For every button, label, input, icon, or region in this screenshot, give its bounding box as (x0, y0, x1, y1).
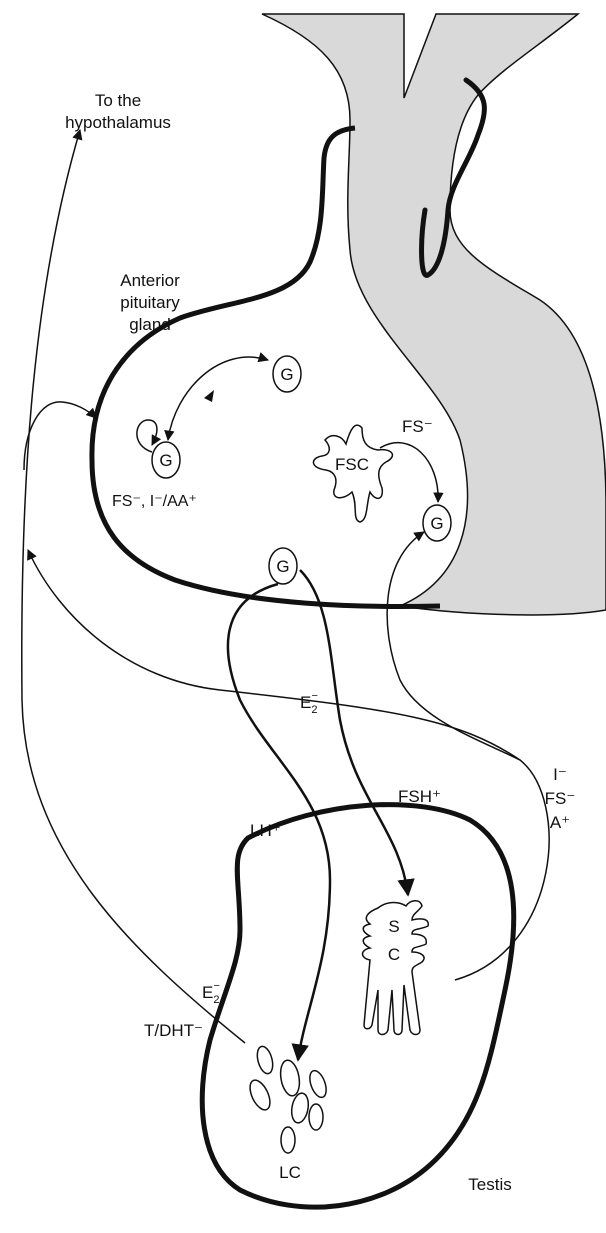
follistatin-label: FS⁻ (545, 789, 576, 808)
testis-label: Testis (468, 1175, 511, 1194)
sertoli-label-s: S (388, 917, 399, 936)
gonadotrope-label-top: G (280, 365, 293, 384)
gonadotrope-label-bottom: G (276, 557, 289, 576)
inhibin-label: I⁻ (553, 765, 567, 784)
hypothalamus-label-line1: To the (95, 91, 141, 110)
gonadotrope-label-left: G (159, 451, 172, 470)
testis-outline (202, 805, 514, 1208)
fsh-label: FSH⁺ (398, 787, 441, 806)
lh-label: LH⁺ (250, 821, 281, 840)
gonadotrope-label-right: G (430, 514, 443, 533)
pituitary-label-line1: Anterior (120, 271, 180, 290)
activin-label: A⁺ (550, 813, 570, 832)
autocrine-feedback-label: FS⁻, I⁻/AA⁺ (112, 493, 197, 510)
e2-feedback-arrow (28, 550, 549, 980)
autocrine-loop-arrow (137, 420, 157, 452)
androgen-label: T/DHT⁻ (144, 1021, 203, 1040)
feedback-to-pituitary-arrow (24, 402, 96, 470)
leydig-label: LC (279, 1163, 301, 1182)
leydig-cell-cluster (246, 1045, 329, 1153)
e2-upper-label: E2− (300, 690, 318, 716)
e2-lower-label: E2− (202, 980, 220, 1006)
testis-to-hypothalamus-arrow (22, 130, 245, 1043)
paracrine-arrow-g-to-g (168, 357, 268, 440)
fsh-arrow (300, 570, 408, 895)
pituitary-label-line2: pituitary (120, 293, 180, 312)
sertoli-label-c: C (388, 945, 400, 964)
hypothalamus-label-line2: hypothalamus (65, 113, 171, 132)
fsc-label: FSC (335, 455, 369, 474)
pituitary-label-line3: gland (129, 315, 171, 334)
fsc-signal-label: FS⁻ (402, 417, 433, 436)
paracrine-arrowhead (204, 390, 214, 402)
